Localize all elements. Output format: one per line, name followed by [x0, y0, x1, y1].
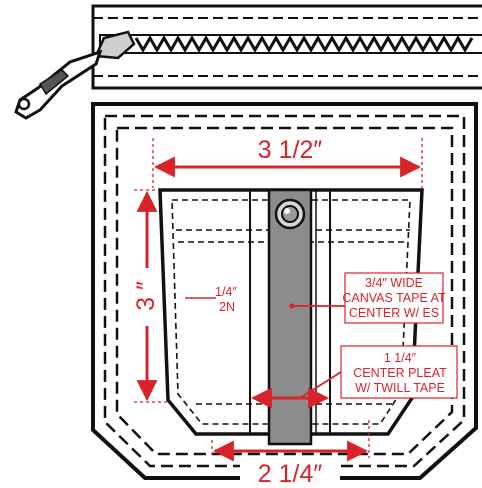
- canvas-tape-note: 3/4″ WIDE CANVAS TAPE AT CENTER W/ ES: [289, 272, 446, 324]
- canvas-tape-note-line2: CANVAS TAPE AT: [342, 291, 446, 305]
- zipper-teeth: [134, 35, 474, 53]
- zipper-pull-icon: [14, 30, 136, 120]
- dimension-pocket-width: 3 1/2″: [152, 136, 423, 188]
- canvas-tape-note-line3: CENTER W/ ES: [349, 306, 439, 320]
- dimension-pocket-height: 3 ″: [132, 189, 170, 403]
- center-pleat-note-line3: W/ TWILL TAPE: [355, 381, 445, 395]
- center-pleat-note-line1: 1 1/4″: [384, 351, 417, 365]
- dimension-bottom-width: 2 1/4″: [211, 420, 370, 488]
- pocket-width-label: 3 1/2″: [258, 136, 323, 164]
- seam-allowance-line2: 2N: [219, 300, 235, 314]
- seam-allowance-line1: 1/4″: [215, 285, 237, 299]
- seam-allowance-note: 1/4″ 2N: [185, 285, 237, 314]
- zipper-teeth-line: [134, 35, 474, 53]
- center-pleat-note-line2: CENTER PLEAT: [353, 366, 447, 380]
- zipper-strip: [91, 4, 482, 90]
- pocket-height-label: 3 ″: [132, 281, 160, 311]
- snap-button-icon: [274, 198, 306, 230]
- canvas-tape-note-line1: 3/4″ WIDE: [365, 276, 423, 290]
- bottom-width-label: 2 1/4″: [258, 460, 323, 488]
- center-pleat-note: 1 1/4″ CENTER PLEAT W/ TWILL TAPE: [250, 345, 458, 409]
